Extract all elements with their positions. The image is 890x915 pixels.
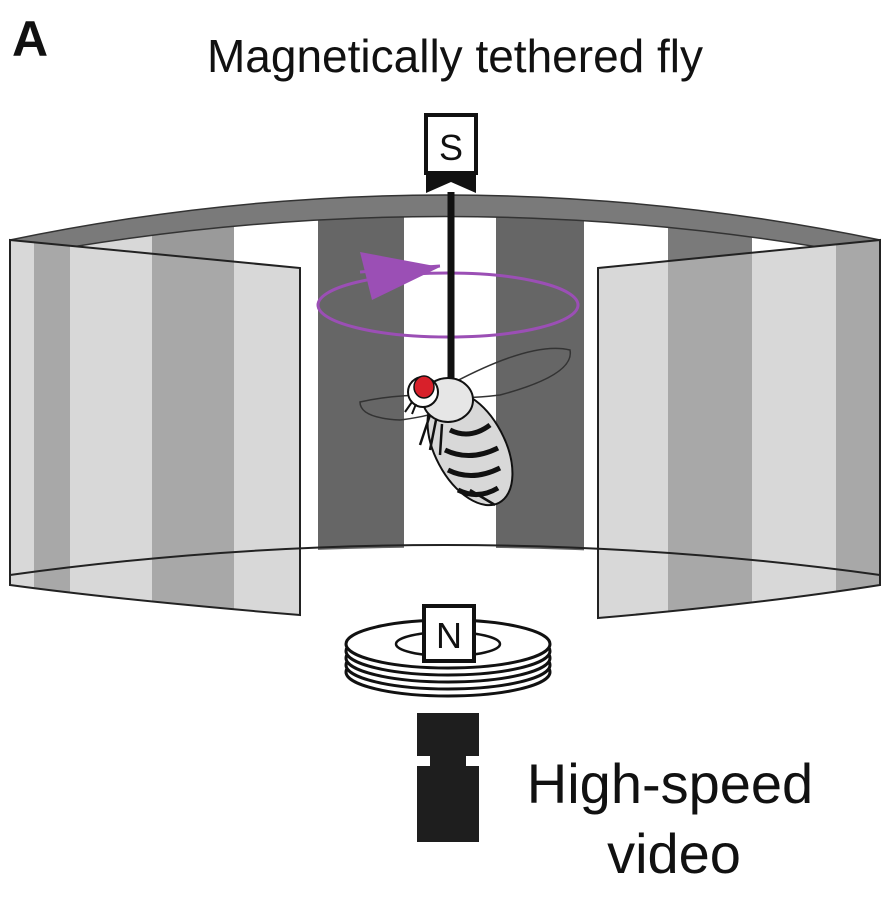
camera-label-line2: video bbox=[607, 822, 741, 885]
fruit-fly-icon bbox=[359, 347, 571, 507]
arena-right-panel bbox=[598, 240, 880, 618]
panel-letter: A bbox=[12, 11, 48, 67]
camera-label-line1: High-speed bbox=[527, 752, 813, 815]
top-pole-label: S bbox=[439, 127, 463, 168]
top-magnet: S bbox=[424, 113, 478, 193]
ring-magnet-icon: N bbox=[344, 604, 552, 698]
led-arena bbox=[9, 194, 881, 620]
bottom-pole-label: N bbox=[436, 615, 462, 656]
arena-floor-edge bbox=[9, 544, 881, 576]
arena-left-panel bbox=[10, 240, 300, 615]
figure-title: Magnetically tethered fly bbox=[207, 30, 703, 82]
camera-icon bbox=[417, 713, 479, 842]
